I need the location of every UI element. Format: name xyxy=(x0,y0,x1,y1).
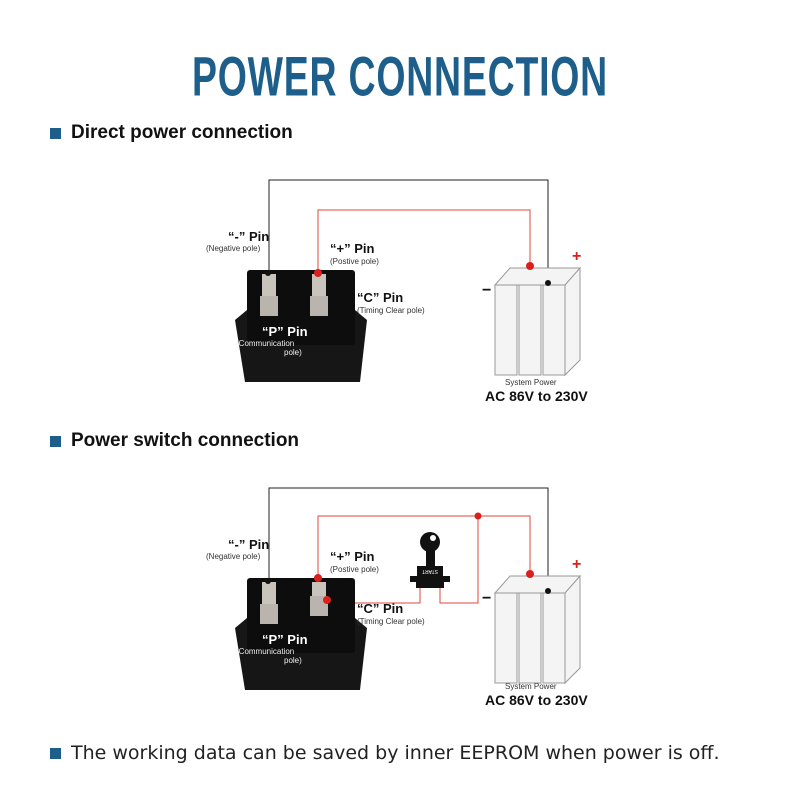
red-wire xyxy=(317,209,531,274)
red-wire-c xyxy=(330,586,421,604)
battery-neg-dot xyxy=(545,280,551,286)
voltage-label: AC 86V to 230V xyxy=(485,388,588,404)
eeprom-note: The working data can be saved by inner E… xyxy=(50,742,720,764)
neg-pin-sub: (Negative pole) xyxy=(206,552,261,561)
p-pin-label: “P” Pin xyxy=(262,324,308,339)
p-pin-sub2: pole) xyxy=(284,348,302,357)
c-pin-label: “C” Pin xyxy=(357,601,404,616)
bullet-square-icon xyxy=(50,127,61,139)
page-title: POWER CONNECTION xyxy=(191,47,609,108)
section-heading-switch: Power switch connection xyxy=(50,430,299,452)
battery-neg-dot xyxy=(545,588,551,594)
c-pin-sub: (Timing Clear pole) xyxy=(357,306,425,315)
battery-pos-dot xyxy=(526,262,534,270)
neg-pin-label: “-” Pin xyxy=(228,229,270,244)
red-wire xyxy=(317,515,531,578)
minus-sign: − xyxy=(482,590,492,607)
battery-icon xyxy=(493,266,581,377)
neg-pin-label: “-” Pin xyxy=(228,537,270,552)
pos-pin-sub: (Postive pole) xyxy=(330,565,379,574)
p-pin-sub1: (Communication xyxy=(236,339,295,348)
key-switch-icon: START xyxy=(410,532,450,588)
voltage-label: AC 86V to 230V xyxy=(485,692,588,708)
pos-terminal-dot xyxy=(314,269,322,277)
red-wire-switch xyxy=(439,516,479,604)
battery-icon xyxy=(493,574,581,685)
neg-terminal-dot xyxy=(265,578,271,584)
c-terminal-dot xyxy=(323,596,331,604)
pos-pin-sub: (Postive pole) xyxy=(330,257,379,266)
junction-dot xyxy=(474,512,482,520)
neg-terminal-dot xyxy=(265,270,271,276)
device-icon xyxy=(235,270,367,382)
pos-terminal-dot xyxy=(314,574,322,582)
black-wire xyxy=(268,487,549,590)
pos-pin-label: “+” Pin xyxy=(330,549,375,564)
p-pin-sub2: pole) xyxy=(284,656,302,665)
c-pin-label: “C” Pin xyxy=(357,290,404,305)
bullet-square-icon xyxy=(50,747,61,759)
plus-sign: + xyxy=(572,556,582,573)
neg-pin-sub: (Negative pole) xyxy=(206,244,261,253)
c-pin-sub: (Timing Clear pole) xyxy=(357,617,425,626)
direct-connection-diagram: “-” Pin (Negative pole) “+” Pin (Postive… xyxy=(0,170,800,470)
heading-text: Direct power connection xyxy=(71,122,293,143)
minus-sign: − xyxy=(482,282,492,299)
system-power-label: System Power xyxy=(505,682,557,691)
section-heading-direct: Direct power connection xyxy=(50,122,293,144)
switch-connection-diagram: START “-” Pin (Negative pole) “+” Pin (P… xyxy=(0,478,800,778)
pos-pin-label: “+” Pin xyxy=(330,241,375,256)
battery-pos-dot xyxy=(526,570,534,578)
switch-text: START xyxy=(422,568,438,574)
p-pin-label: “P” Pin xyxy=(262,632,308,647)
note-text: The working data can be saved by inner E… xyxy=(71,742,720,764)
heading-text: Power switch connection xyxy=(71,430,300,451)
black-wire xyxy=(268,179,549,282)
system-power-label: System Power xyxy=(505,378,557,387)
bullet-square-icon xyxy=(50,435,61,447)
p-pin-sub1: (Communication xyxy=(236,647,295,656)
plus-sign: + xyxy=(572,248,582,265)
